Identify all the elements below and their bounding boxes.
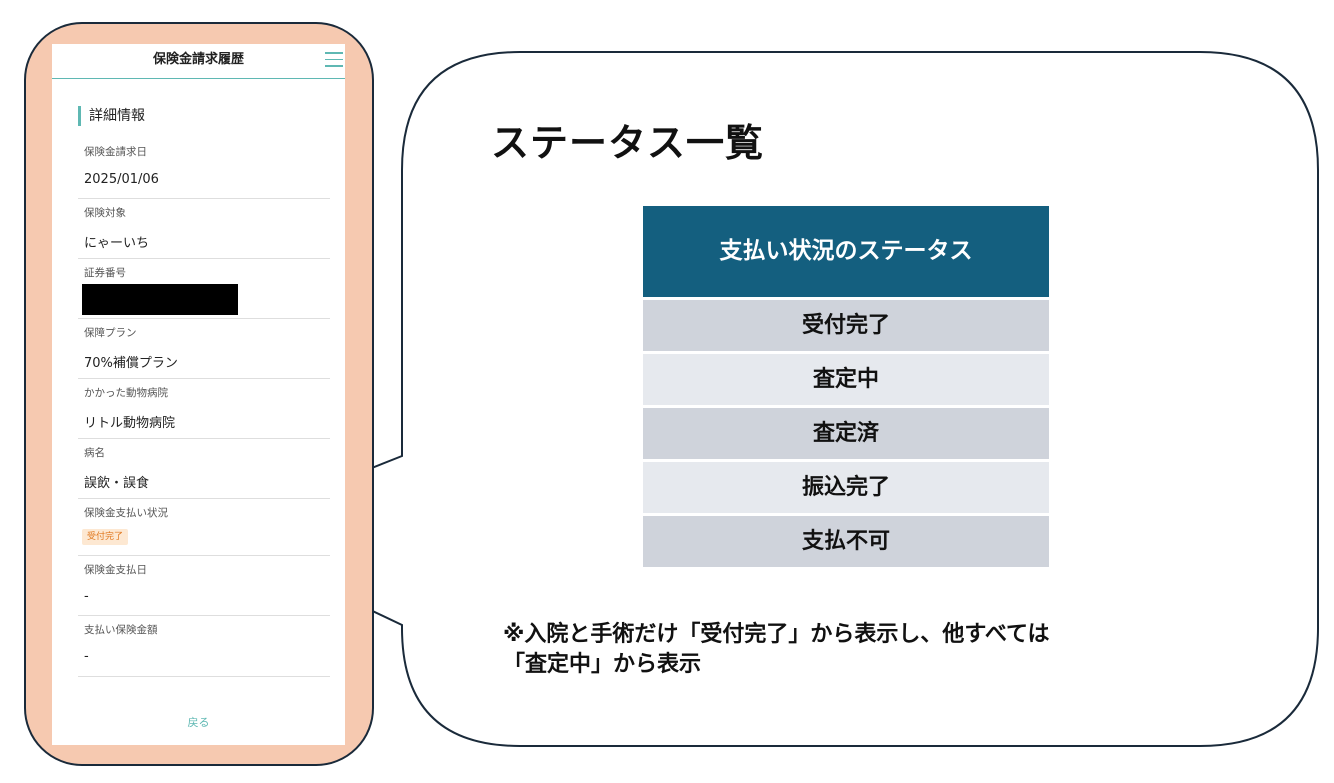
- field-value: 2025/01/06: [84, 172, 159, 187]
- page-title: 保険金請求履歴: [152, 52, 244, 67]
- note-line-1: ※入院と手術だけ「受付完了」から表示し、他すべては: [503, 622, 1050, 647]
- field-label: 保険対象: [84, 207, 126, 219]
- field-label: 保険金支払日: [84, 564, 147, 576]
- back-link[interactable]: 戻る: [187, 716, 210, 729]
- field-label: 保険金請求日: [84, 146, 147, 158]
- redacted-policy-number: [82, 284, 238, 315]
- field-label: 保険金支払い状況: [84, 507, 168, 519]
- status-row: 支払不可: [643, 516, 1049, 567]
- field-value: にゃーいち: [84, 236, 150, 251]
- field-value: リトル動物病院: [84, 416, 176, 431]
- phone-screen: 保険金請求履歴 詳細情報 保険金請求日 2025/01/06 保険対象 にゃーい…: [52, 44, 345, 745]
- field-value: -: [84, 649, 89, 664]
- app-header: 保険金請求履歴: [52, 44, 345, 79]
- field-value: 70%補償プラン: [84, 356, 178, 371]
- status-table-header: 支払い状況のステータス: [643, 206, 1049, 297]
- status-row: 査定済: [643, 408, 1049, 459]
- policy-number-field: 証券番号: [78, 265, 330, 319]
- status-list-heading: ステータス一覧: [491, 121, 765, 165]
- section-title: 詳細情報: [78, 106, 145, 126]
- payment-status-field: 保険金支払い状況 受付完了: [78, 505, 330, 556]
- payment-date-field: 保険金支払日 -: [78, 562, 330, 616]
- status-row: 受付完了: [643, 300, 1049, 351]
- status-badge: 受付完了: [82, 529, 129, 545]
- status-row: 査定中: [643, 354, 1049, 405]
- field-label: 病名: [84, 447, 105, 459]
- status-table: 支払い状況のステータス 受付完了 査定中 査定済 振込完了 支払不可: [643, 206, 1049, 567]
- payment-amount-field: 支払い保険金額 -: [78, 622, 330, 677]
- hamburger-menu-icon[interactable]: [325, 52, 343, 68]
- field-value: -: [84, 589, 89, 604]
- field-label: 証券番号: [84, 267, 126, 279]
- hospital-field: かかった動物病院 リトル動物病院: [78, 385, 330, 439]
- disease-field: 病名 誤飲・誤食: [78, 445, 330, 499]
- field-label: 保障プラン: [84, 327, 137, 339]
- field-value: 誤飲・誤食: [84, 476, 150, 491]
- status-note: ※入院と手術だけ「受付完了」から表示し、他すべては 「査定中」から表示: [503, 620, 1203, 680]
- field-label: 支払い保険金額: [84, 624, 158, 636]
- claim-date-field: 保険金請求日 2025/01/06: [78, 144, 330, 199]
- status-row: 振込完了: [643, 462, 1049, 513]
- plan-field: 保障プラン 70%補償プラン: [78, 325, 330, 379]
- insured-field: 保険対象 にゃーいち: [78, 205, 330, 259]
- note-line-2: 「査定中」から表示: [503, 652, 702, 677]
- field-label: かかった動物病院: [84, 387, 168, 399]
